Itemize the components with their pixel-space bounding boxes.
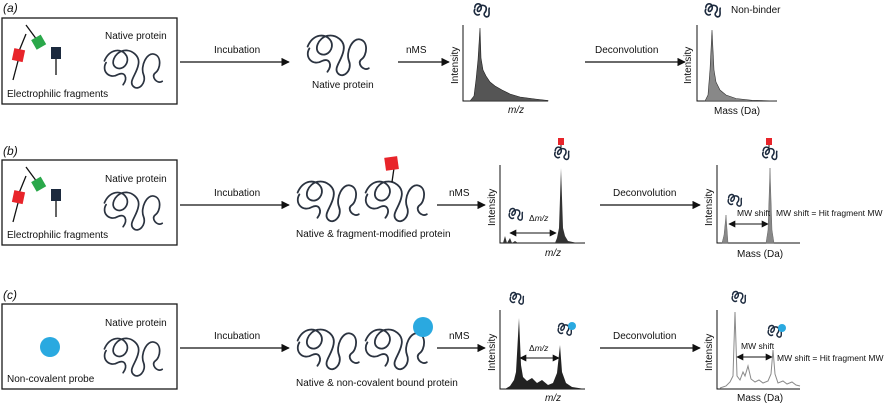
panel-a-spectrum-mz: Intensity m/z bbox=[450, 2, 549, 116]
panel-c-spectrum-mz: Δm/z Intensity m/z bbox=[487, 291, 585, 404]
panel-b-spec2-xlabel: Mass (Da) bbox=[737, 249, 783, 260]
probe-bound-protein-icon bbox=[364, 317, 433, 371]
panel-b-product-label: Native & fragment-modified protein bbox=[296, 229, 451, 240]
panel-b-input-box bbox=[1, 159, 178, 246]
mz-peaks bbox=[505, 318, 585, 389]
panel-b-box-caption: Electrophilic fragments bbox=[7, 230, 108, 241]
panel-b-spec1-xlabel: m/z bbox=[545, 248, 561, 259]
mass-trace bbox=[719, 311, 801, 389]
protein-mini-icon bbox=[727, 193, 743, 207]
panel-c-product-label: Native & non-covalent bound protein bbox=[296, 378, 458, 389]
panel-c-box-title: Native protein bbox=[105, 318, 167, 329]
protein-mini-icon bbox=[508, 207, 524, 221]
panel-b-step-2: nMS bbox=[449, 188, 470, 199]
panel-b-spec1-ylabel: Intensity bbox=[487, 189, 498, 226]
panel-c-spec2-xlabel: Mass (Da) bbox=[737, 393, 783, 404]
native-protein-icon bbox=[103, 49, 164, 89]
protein-mini-icon bbox=[473, 2, 491, 18]
panel-b: (b) Native protein Electrophilic fragmen… bbox=[1, 138, 883, 260]
panel-a-box-title: Native protein bbox=[105, 31, 167, 42]
panel-a-input-box bbox=[1, 17, 178, 105]
panel-c-spec1-xlabel: m/z bbox=[545, 393, 561, 404]
panel-b-mw-shift: MW shift bbox=[737, 208, 771, 218]
panel-c-box-caption: Non-covalent probe bbox=[7, 374, 95, 385]
panel-b-step-1: Incubation bbox=[214, 188, 260, 199]
mass-peak bbox=[704, 29, 778, 102]
panel-b-spectrum-mz: Δm/z Intensity m/z bbox=[487, 138, 585, 259]
protein-mini-icon bbox=[704, 2, 722, 18]
mass-native-peak bbox=[721, 214, 729, 244]
mz-native-peak bbox=[503, 236, 518, 243]
protein-mini-icon bbox=[509, 291, 525, 305]
delta-mz-label: Δm/z bbox=[529, 343, 549, 353]
protein-mini-icon bbox=[731, 290, 747, 304]
panel-a-product-label: Native protein bbox=[312, 80, 374, 91]
modified-protein-mini-icon bbox=[553, 146, 570, 161]
panel-c-step-3: Deconvolution bbox=[613, 331, 676, 342]
panel-a: (a) Native protein Electrophilic fragmen… bbox=[1, 1, 781, 117]
modified-protein-mini-icon bbox=[761, 146, 778, 161]
product-protein-icon bbox=[296, 328, 360, 371]
panel-c-spec1-ylabel: Intensity bbox=[487, 334, 498, 371]
product-protein-icon bbox=[306, 34, 370, 77]
modified-protein-icon bbox=[364, 156, 428, 223]
electrophilic-fragments-icon bbox=[11, 24, 61, 81]
panel-c-mw-shift: MW shift bbox=[741, 341, 775, 351]
panel-c-tag: (c) bbox=[3, 288, 17, 302]
panel-b-spectrum-mass: MW shift MW shift = Hit fragment MW Inte… bbox=[704, 138, 883, 260]
panel-a-spec2-xlabel: Mass (Da) bbox=[714, 106, 760, 117]
panel-a-step-1: Incubation bbox=[214, 45, 260, 56]
panel-b-box-title: Native protein bbox=[105, 174, 167, 185]
panel-a-spec1-ylabel: Intensity bbox=[450, 47, 461, 84]
panel-b-spec2-ylabel: Intensity bbox=[704, 189, 715, 226]
panel-b-mw-note: MW shift = Hit fragment MW bbox=[776, 208, 883, 218]
panel-c-spectrum-mass: MW shift MW shift = Hit fragment MW Inte… bbox=[704, 290, 884, 404]
panel-a-tag: (a) bbox=[3, 1, 18, 15]
panel-b-step-3: Deconvolution bbox=[613, 188, 676, 199]
panel-c-mw-note: MW shift = Hit fragment MW bbox=[777, 353, 884, 363]
panel-a-spectrum-mass: Intensity Mass (Da) Non-binder bbox=[683, 2, 781, 117]
native-protein-icon bbox=[103, 337, 164, 377]
delta-mz-label: Δm/z bbox=[529, 213, 549, 223]
panel-a-spec1-xlabel: m/z bbox=[508, 105, 524, 116]
panel-b-tag: (b) bbox=[3, 144, 18, 158]
panel-c: (c) Native protein Non-covalent probe In… bbox=[1, 288, 884, 404]
panel-a-step-2: nMS bbox=[406, 45, 427, 56]
panel-a-box-caption: Electrophilic fragments bbox=[7, 89, 108, 100]
electrophilic-fragments-icon bbox=[11, 166, 61, 223]
panel-c-step-1: Incubation bbox=[214, 331, 260, 342]
panel-c-spec2-ylabel: Intensity bbox=[704, 334, 715, 371]
panel-a-spec2-ylabel: Intensity bbox=[683, 47, 694, 84]
panel-a-step-3: Deconvolution bbox=[595, 45, 658, 56]
non-covalent-probe-icon bbox=[40, 337, 60, 357]
panel-c-input-box bbox=[1, 303, 178, 390]
panel-c-step-2: nMS bbox=[449, 331, 470, 342]
native-protein-icon bbox=[103, 191, 164, 231]
panel-a-non-binder: Non-binder bbox=[731, 5, 781, 16]
mz-peak-envelope bbox=[469, 27, 549, 102]
mz-modified-peak bbox=[555, 168, 585, 243]
mass-modified-peak bbox=[765, 167, 775, 244]
product-protein-icon bbox=[296, 180, 360, 223]
